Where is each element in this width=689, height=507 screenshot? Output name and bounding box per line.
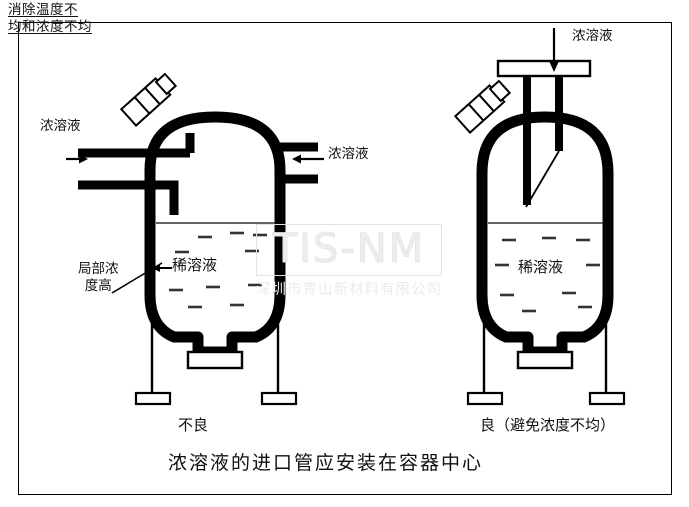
diagram-border [18,22,672,495]
right-vessel-liquid-dashes [495,236,600,313]
right-vessel-outlet [516,350,574,370]
left-vessel-outlet [186,350,244,370]
diagram-bottom-caption: 浓溶液的进口管应安装在容器中心 [168,452,484,474]
left-vessel-legs [134,313,298,406]
right-vessel-center-diptube [523,75,563,205]
left-vessel-angle-nozzle [119,72,178,127]
left-vessel-drawing [78,72,318,406]
right-vessel-legs [466,313,626,406]
right-vessel-angle-nozzle [453,79,512,134]
left-defect-label-line1: 局部浓 [78,261,119,277]
diagram-note-line2: 均和浓度不均 [8,18,92,35]
right-vessel-drawing [453,59,626,406]
right-liquid-label: 稀溶液 [518,258,564,276]
right-vessel-shell [476,111,614,358]
right-inlet-label: 浓溶液 [572,28,613,44]
left-vessel-shell [144,111,286,358]
left-liquid-arrow-icon [152,264,172,272]
right-vessel-diptube-bevel [525,150,560,208]
left-nozzle-label: 浓溶液 [328,146,369,162]
right-vessel-top-flange [496,59,592,78]
left-nozzle-arrow-icon [292,154,324,164]
diagram-note: 消除温度不 均和浓度不均 [8,2,92,36]
left-liquid-label: 稀溶液 [172,256,218,274]
left-inlet-arrow-icon [66,154,88,164]
left-vessel-caption: 不良 [178,416,209,434]
left-inlet-label: 浓溶液 [40,118,81,134]
left-defect-label: 局部浓 度高 [78,261,119,295]
right-vessel-caption: 良（避免浓度不均） [480,416,616,434]
diagram-note-line1: 消除温度不 [8,2,78,18]
left-vessel-offcenter-inlet [78,133,195,215]
left-vessel-side-nozzle [276,142,318,184]
left-defect-label-line2: 度高 [84,277,112,294]
right-inlet-arrow-icon [549,28,559,72]
